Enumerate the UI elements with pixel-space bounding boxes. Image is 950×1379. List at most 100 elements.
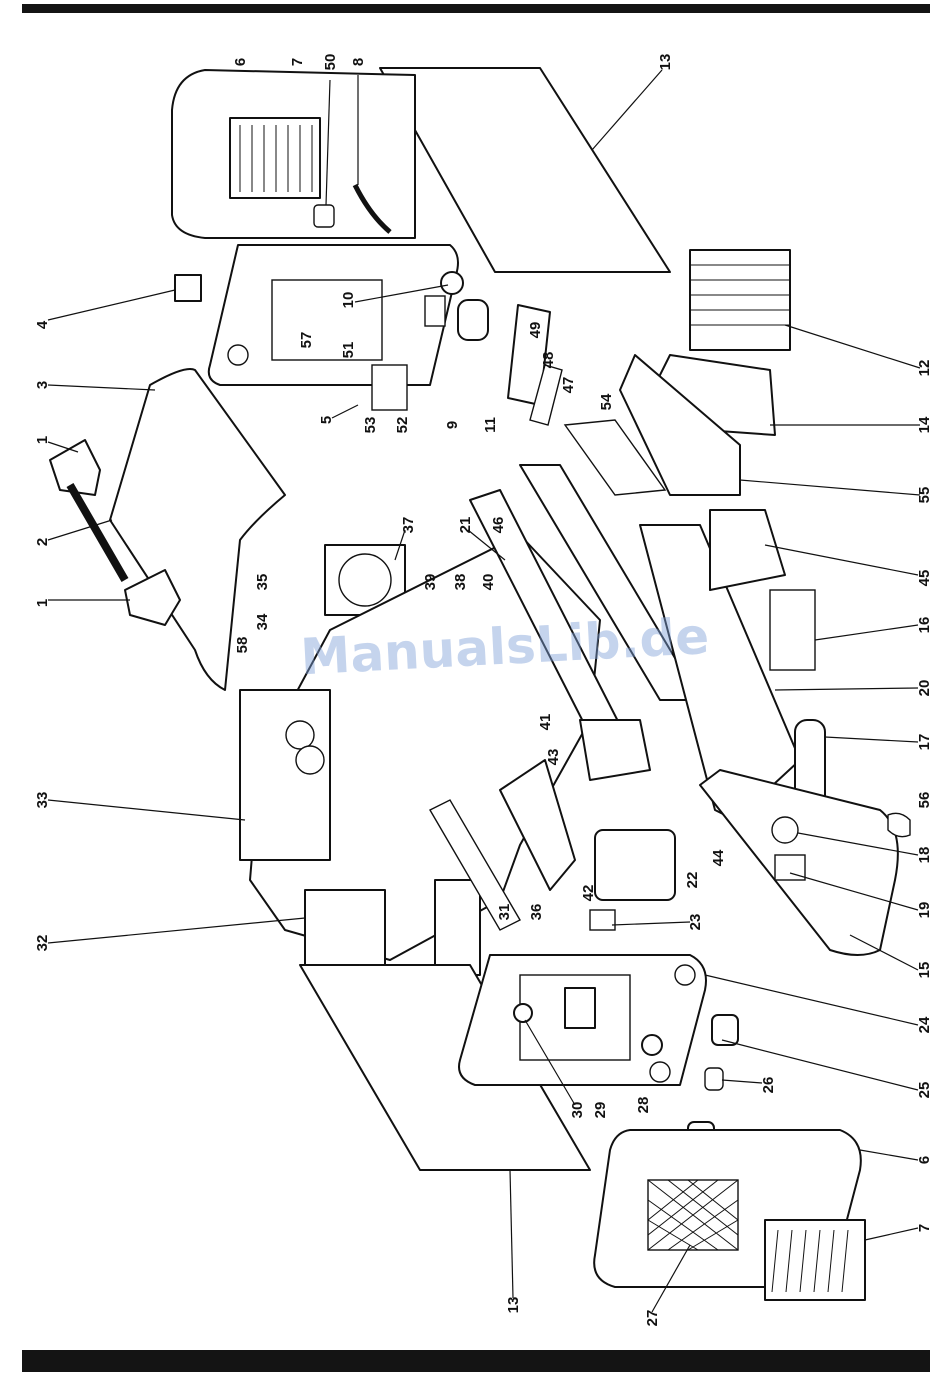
callout-52: 52: [394, 417, 411, 434]
leader-line-13: [592, 70, 662, 150]
callout-18: 18: [916, 847, 933, 864]
footer-bar: [22, 1350, 930, 1372]
front-grille-upper: [230, 118, 320, 198]
leader-line-55: [740, 480, 920, 495]
callout-15: 15: [916, 962, 933, 979]
socket-29: [565, 988, 595, 1028]
callout-24: 24: [916, 1016, 933, 1033]
leader-line-26: [722, 1080, 762, 1083]
callout-49: 49: [527, 322, 544, 339]
side-cover-3: [110, 369, 285, 690]
knob-10: [441, 272, 463, 294]
callout-4: 4: [34, 320, 51, 329]
callout-16: 16: [916, 617, 933, 634]
callout-27: 27: [644, 1310, 661, 1327]
leader-line-33: [48, 800, 245, 820]
callout-58: 58: [234, 637, 251, 654]
callout-22: 22: [684, 872, 701, 889]
leader-line-45: [765, 545, 918, 575]
callout-1: 1: [34, 436, 51, 444]
callout-51: 51: [340, 342, 357, 359]
leader-line-20: [775, 688, 918, 690]
callout-29: 29: [592, 1102, 609, 1119]
callout-2: 2: [34, 538, 51, 546]
callout-47: 47: [560, 377, 577, 394]
leader-line-17: [825, 737, 918, 742]
callout-7: 7: [289, 58, 306, 66]
callout-21: 21: [457, 517, 474, 534]
callout-50: 50: [322, 54, 339, 71]
callout-43: 43: [545, 749, 562, 766]
callout-33: 33: [34, 792, 51, 809]
leader-line-5: [332, 405, 358, 418]
callout-32: 32: [34, 935, 51, 952]
leader-line-12: [785, 325, 920, 368]
potentiometer-11: [458, 300, 488, 340]
callout-23: 23: [687, 914, 704, 931]
callout-20: 20: [916, 680, 933, 697]
callout-48: 48: [540, 352, 557, 369]
leader-line-16: [815, 625, 918, 640]
socket-4: [175, 275, 201, 301]
callout-17: 17: [916, 734, 933, 751]
gland-18: [772, 817, 798, 843]
cover-45: [710, 510, 785, 590]
callout-45: 45: [916, 570, 933, 587]
top-cover-panel: [380, 68, 670, 272]
cap-28: [642, 1035, 662, 1055]
callout-25: 25: [916, 1082, 933, 1099]
rear-panel-window: [272, 280, 382, 360]
fan-rotor: [339, 554, 391, 606]
leader-line-32: [48, 918, 305, 943]
callout-12: 12: [916, 360, 933, 377]
capacitor-bank-33: [240, 690, 330, 860]
leader-line-23: [612, 922, 690, 925]
capacitor-a: [286, 721, 314, 749]
callout-19: 19: [916, 902, 933, 919]
callout-5: 5: [318, 416, 335, 424]
switch-9: [425, 296, 445, 326]
choke-22: [595, 830, 675, 900]
knob-30: [514, 1004, 532, 1022]
callout-42: 42: [580, 885, 597, 902]
callout-11: 11: [482, 417, 499, 433]
callout-13: 13: [505, 1297, 522, 1314]
callout-13: 13: [657, 54, 674, 71]
callout-56: 56: [916, 792, 933, 809]
callout-10: 10: [340, 292, 357, 309]
callout-26: 26: [760, 1077, 777, 1094]
callout-6: 6: [916, 1156, 933, 1164]
callout-37: 37: [400, 517, 417, 534]
terminal-block-16: [770, 590, 815, 670]
bracket-52: [372, 365, 407, 410]
leader-line-7: [865, 1228, 918, 1240]
cap-56: [888, 813, 910, 836]
callout-41: 41: [537, 714, 554, 731]
callout-44: 44: [710, 849, 727, 866]
front-grille-lower: [765, 1220, 865, 1300]
valve-26: [705, 1068, 723, 1090]
elbow-fitting-23: [590, 910, 615, 930]
callout-53: 53: [362, 417, 379, 434]
module-32: [305, 890, 385, 965]
leader-line-13: [510, 1170, 513, 1298]
callout-14: 14: [916, 416, 933, 433]
callout-46: 46: [490, 517, 507, 534]
capacitor-b: [296, 746, 324, 774]
callout-40: 40: [480, 574, 497, 591]
callout-7: 7: [916, 1224, 933, 1232]
panel-hole: [228, 345, 248, 365]
callout-8: 8: [350, 58, 367, 66]
callout-6: 6: [232, 58, 249, 66]
callout-36: 36: [528, 904, 545, 921]
callout-1: 1: [34, 599, 51, 607]
bracket-43: [580, 720, 650, 780]
hole-24a: [675, 965, 695, 985]
callout-35: 35: [254, 574, 271, 591]
callout-39: 39: [422, 574, 439, 591]
connector-50: [314, 205, 334, 227]
leader-line-6: [860, 1150, 918, 1160]
callout-30: 30: [569, 1102, 586, 1119]
callout-28: 28: [635, 1097, 652, 1114]
